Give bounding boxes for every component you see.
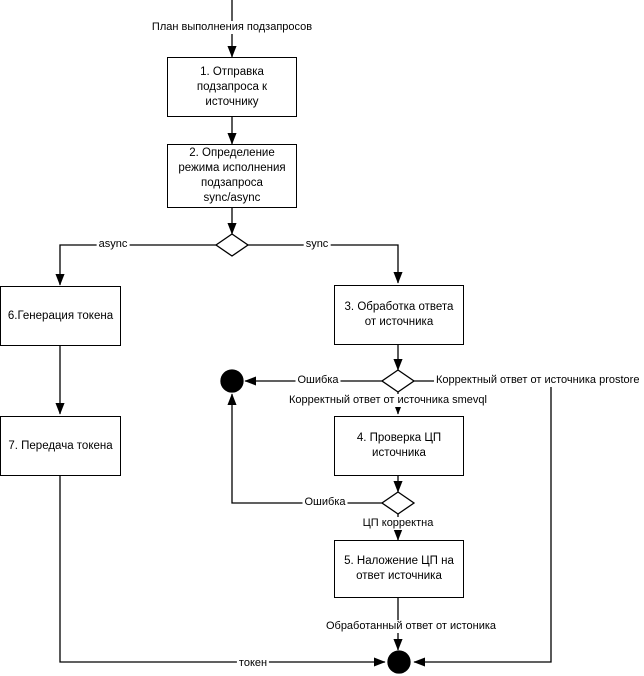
node-6-generate-token[interactable]: 6.Генерация токена bbox=[0, 286, 121, 346]
edge-label-token: токен bbox=[236, 657, 270, 670]
terminal-node-end bbox=[387, 650, 411, 674]
terminal-node-error bbox=[220, 369, 244, 393]
node-2-determine-mode[interactable]: 2. Определение режима исполнения подзапр… bbox=[167, 144, 297, 208]
edge-label-processed-response: Обработанный ответ от истоника bbox=[323, 620, 499, 633]
edge-label-async: async bbox=[96, 238, 130, 251]
edge-label-error-response: Ошибка bbox=[295, 374, 341, 387]
node-5-apply-cp[interactable]: 5. Наложение ЦП на ответ источника bbox=[334, 540, 464, 598]
edge-label-sync: sync bbox=[303, 238, 331, 251]
node-1-send-subquery[interactable]: 1. Отправка подзапроса к источнику bbox=[167, 57, 297, 117]
node-4-check-cp[interactable]: 4. Проверка ЦП источника bbox=[334, 416, 464, 476]
decision-cp-valid bbox=[380, 491, 416, 515]
edge-label-error-cp: Ошибка bbox=[302, 496, 348, 509]
diagram-title: План выполнения подзапросов bbox=[149, 21, 315, 34]
decision-sync-async bbox=[214, 233, 250, 257]
edge-d1-async-to-n6 bbox=[55, 244, 217, 286]
edge-label-correct-prostore: Корректный ответ от источника prostore bbox=[434, 374, 642, 387]
node-3-process-response[interactable]: 3. Обработка ответа от источника bbox=[334, 285, 464, 345]
node-7-transfer-token[interactable]: 7. Передача токена bbox=[0, 416, 121, 476]
edge-label-correct-smevql: Корректный ответ от источника smevql bbox=[287, 394, 489, 407]
edge-label-cp-valid: ЦП корректна bbox=[360, 517, 436, 530]
edge-d1-sync-to-n3 bbox=[247, 244, 403, 284]
edge-n7-token-to-end bbox=[59, 476, 386, 667]
decision-response-source bbox=[380, 369, 416, 393]
